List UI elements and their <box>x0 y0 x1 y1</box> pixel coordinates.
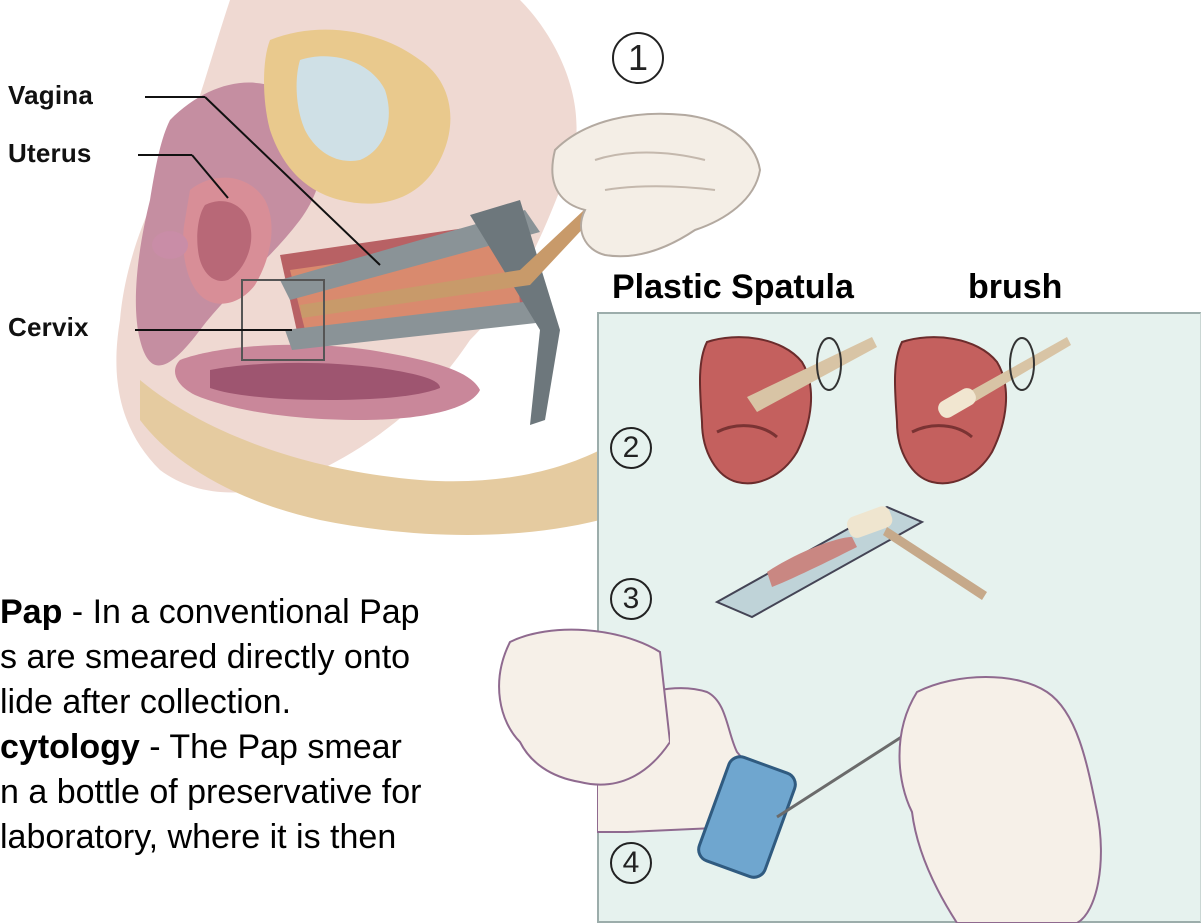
step-3-marker: 3 <box>610 578 652 620</box>
text-line-5: n a bottle of preservative for <box>0 770 600 815</box>
term-cytology: cytology <box>0 728 140 766</box>
text-line-6: laboratory, where it is then <box>0 815 600 860</box>
text-line-1-rest: - In a conventional Pap <box>62 593 419 631</box>
hand-illustration <box>515 90 765 265</box>
step-2-marker: 2 <box>610 427 652 469</box>
label-plastic-spatula: Plastic Spatula <box>612 268 854 307</box>
text-line-1: Pap - In a conventional Pap <box>0 590 600 635</box>
text-line-3: lide after collection. <box>0 680 600 725</box>
label-vagina: Vagina <box>8 80 93 111</box>
label-cervix: Cervix <box>8 312 89 343</box>
text-line-2: s are smeared directly onto <box>0 635 600 680</box>
label-uterus: Uterus <box>8 138 92 169</box>
description-text: Pap - In a conventional Pap s are smeare… <box>0 590 600 860</box>
text-line-4: cytology - The Pap smear <box>0 725 600 770</box>
procedure-drawings <box>597 312 1202 923</box>
term-pap: Pap <box>0 593 62 631</box>
text-line-4-rest: - The Pap smear <box>140 728 402 766</box>
label-brush: brush <box>968 268 1062 307</box>
step-1-marker: 1 <box>612 32 664 84</box>
step-4-marker: 4 <box>610 842 652 884</box>
